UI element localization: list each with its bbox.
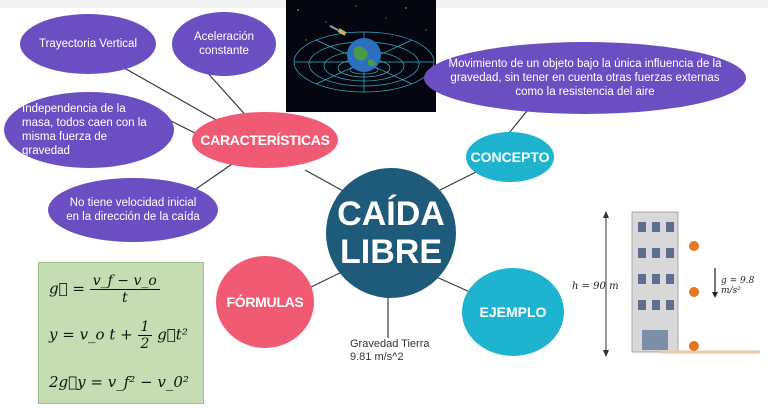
center-line2: LIBRE bbox=[340, 233, 442, 271]
characteristics-label: CARACTERÍSTICAS bbox=[200, 132, 330, 148]
concept-oval: Movimiento de un objeto bajo la única in… bbox=[424, 42, 746, 114]
characteristic-text: Trayectoria Vertical bbox=[39, 38, 137, 50]
formula-denominator: t bbox=[121, 290, 128, 306]
concept-node: CONCEPTO bbox=[466, 132, 554, 182]
connector-line bbox=[204, 69, 251, 121]
formulas-box: g⃗ = v_f − v_o t y = v_o t + 1 2 g⃗t² 2g… bbox=[38, 262, 204, 404]
gravity-line1: Gravedad Tierra bbox=[350, 338, 430, 350]
gravity-note: Gravedad Tierra 9.81 m/s^2 bbox=[350, 338, 429, 364]
characteristic-text: Aceleración constante bbox=[193, 31, 255, 57]
formulas-node: FÓRMULAS bbox=[216, 256, 314, 348]
center-node: CAÍDA LIBRE bbox=[326, 168, 456, 298]
ball-icon bbox=[689, 341, 699, 351]
height-label: h = 90 m bbox=[572, 281, 619, 292]
gravity-value-label: g = 9.8 m/s² bbox=[721, 276, 755, 296]
formula-velocity: 2g⃗y = v_f² − v_0² bbox=[49, 373, 189, 391]
characteristic-text: Independencia de la masa, todos caen con… bbox=[22, 103, 147, 157]
characteristic-oval-mass: Independencia de la masa, todos caen con… bbox=[4, 92, 174, 168]
formula-denominator: 2 bbox=[140, 336, 150, 352]
concept-label: CONCEPTO bbox=[470, 149, 550, 165]
gravity-line2: 9.81 m/s^2 bbox=[350, 351, 404, 363]
example-node: EJEMPLO bbox=[462, 268, 564, 356]
characteristics-node: CARACTERÍSTICAS bbox=[192, 112, 338, 168]
connector-line bbox=[304, 169, 346, 193]
satellite-icon bbox=[329, 25, 347, 36]
connector-line bbox=[431, 274, 471, 293]
concept-text: Movimiento de un objeto bajo la única in… bbox=[448, 58, 722, 98]
space-gravity-image bbox=[286, 0, 436, 112]
characteristic-oval-acceleration: Aceleración constante bbox=[172, 12, 276, 76]
characteristic-oval-velocity: No tiene velocidad inicial en la direcci… bbox=[48, 178, 218, 242]
example-label: EJEMPLO bbox=[479, 304, 547, 320]
ball-icon bbox=[689, 287, 699, 297]
center-line1: CAÍDA bbox=[337, 195, 445, 233]
connector-line bbox=[439, 169, 481, 191]
formula-acceleration: g⃗ = v_f − v_o t bbox=[49, 273, 160, 306]
ball-icon bbox=[689, 241, 699, 251]
characteristic-text: No tiene velocidad inicial en la direcci… bbox=[66, 197, 200, 223]
formula-numerator: v_f − v_o bbox=[89, 273, 160, 290]
formulas-label: FÓRMULAS bbox=[226, 294, 304, 310]
formula-position: y = v_o t + 1 2 g⃗t² bbox=[49, 319, 188, 352]
connector-line bbox=[109, 59, 226, 126]
formula-numerator: 1 bbox=[137, 319, 153, 336]
characteristic-oval-trajectory: Trayectoria Vertical bbox=[20, 14, 156, 74]
